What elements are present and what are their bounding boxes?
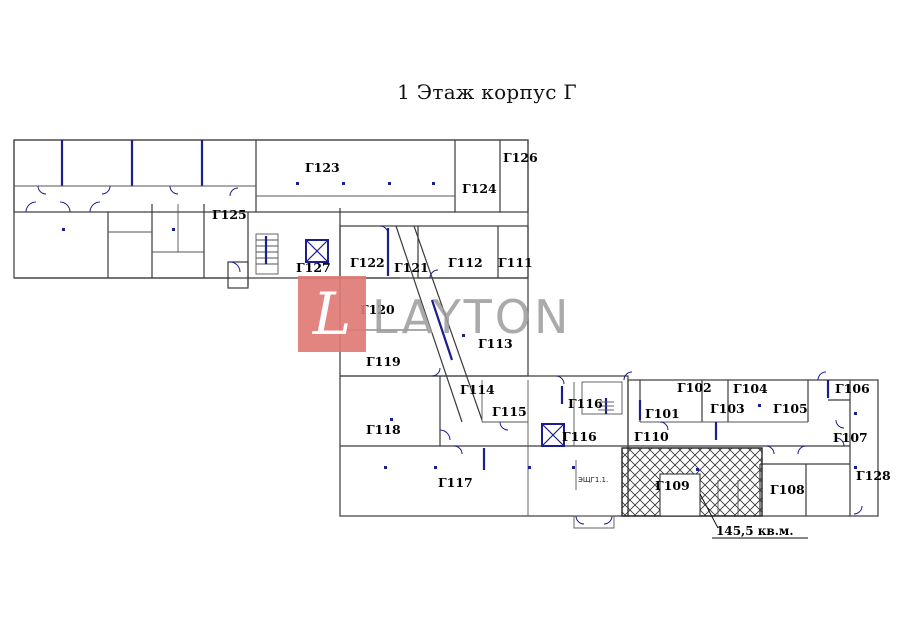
watermark-text: LAYTON (372, 290, 572, 344)
west-wing (13, 139, 529, 289)
stair-central (598, 398, 614, 414)
watermark-logo-box (298, 276, 366, 352)
watermark-logo-letter: L (312, 280, 352, 348)
highlight-room-g109 (621, 447, 763, 517)
room-label-g123: Г123 (305, 160, 340, 175)
room-label-g116-lower: Г116 (562, 429, 597, 444)
room-label-g121: Г121 (394, 260, 429, 275)
room-label-g125: Г125 (212, 207, 247, 222)
room-label-g111: Г111 (498, 255, 533, 270)
room-label-g109: Г109 (655, 478, 690, 493)
room-label-g106: Г106 (835, 381, 870, 396)
area-leader (699, 493, 719, 529)
room-label-g102: Г102 (677, 380, 712, 395)
room-label-g101: Г101 (645, 406, 680, 421)
stair-west (255, 233, 279, 275)
room-label-g108: Г108 (770, 482, 805, 497)
room-label-g128: Г128 (856, 468, 891, 483)
room-label-g127: Г127 (296, 260, 331, 275)
room-label-g126: Г126 (503, 150, 538, 165)
room-label-g115: Г115 (492, 404, 527, 419)
room-label-g103: Г103 (710, 401, 745, 416)
room-label-g120: Г120 (360, 302, 395, 317)
room-label-g105: Г105 (773, 401, 808, 416)
floor-title: 1 Этаж корпус Г (397, 80, 577, 104)
room-label-g116-upper: Г116 (568, 396, 603, 411)
room-label-g124: Г124 (462, 181, 497, 196)
elevator-central-icon (541, 423, 565, 447)
room-label-g119: Г119 (366, 354, 401, 369)
room-label-g110: Г110 (634, 429, 669, 444)
room-label-g122: Г122 (350, 255, 385, 270)
area-label: 145,5 кв.м. (716, 524, 794, 538)
east-wing (621, 371, 879, 517)
panel-label: ЭЩГ1.1. (578, 476, 608, 484)
room-label-g107: Г107 (833, 430, 868, 445)
room-label-g112: Г112 (448, 255, 483, 270)
room-label-g118: Г118 (366, 422, 401, 437)
room-label-g104: Г104 (733, 381, 768, 396)
elevator-west-icon (305, 239, 329, 263)
room-label-g113: Г113 (478, 336, 513, 351)
room-label-g117: Г117 (438, 475, 473, 490)
room-label-g114: Г114 (460, 382, 495, 397)
